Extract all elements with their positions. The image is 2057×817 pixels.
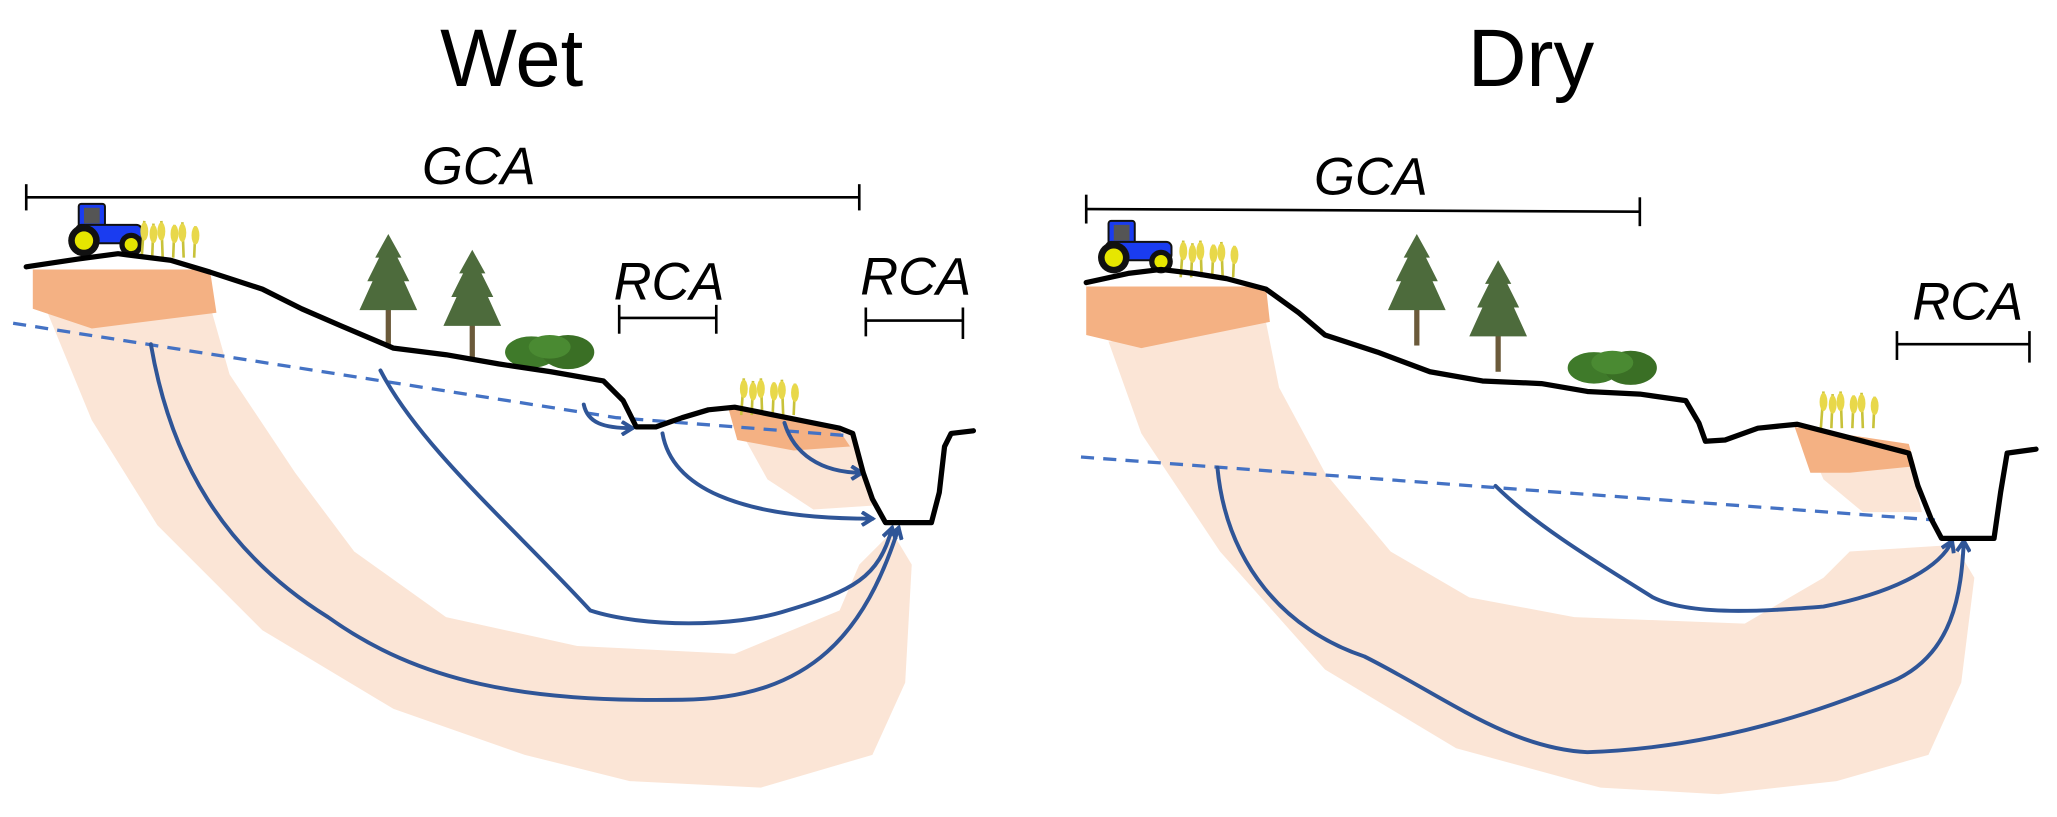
soil-block-upland bbox=[1086, 286, 1270, 349]
flowpath-riparian-2 bbox=[782, 420, 861, 473]
flowpath-shallow bbox=[581, 402, 633, 429]
water-table-line bbox=[1080, 455, 1936, 522]
rca-scale-bar bbox=[864, 307, 965, 339]
rca-label: RCA bbox=[1912, 273, 2023, 331]
rca-label: RCA bbox=[860, 248, 971, 306]
ground-surface bbox=[23, 251, 977, 526]
shrub-icon bbox=[505, 335, 595, 370]
flowpath-deep bbox=[1215, 465, 1963, 755]
rca-scale-bar bbox=[617, 304, 718, 334]
ground-surface bbox=[1083, 266, 2039, 541]
tree-icon bbox=[1469, 260, 1528, 372]
gca-label: GCA bbox=[422, 138, 536, 196]
soil-block-riparian bbox=[1794, 426, 1916, 473]
tree-icon bbox=[443, 249, 502, 362]
panel-wet: Wet GCA RCA bbox=[12, 13, 977, 788]
crop-icon bbox=[1818, 390, 1880, 430]
soil-band-deep bbox=[1108, 321, 1975, 795]
gca-label: GCA bbox=[1314, 149, 1428, 207]
flowpaths bbox=[1215, 465, 1963, 755]
soil-band-deep bbox=[45, 304, 912, 788]
panel-dry: Dry GCA RCA bbox=[1080, 13, 2039, 795]
crop-icon bbox=[139, 219, 201, 259]
gca-scale-bar bbox=[1084, 194, 1642, 227]
shrub-icon bbox=[1567, 350, 1657, 385]
tractor-icon bbox=[1097, 219, 1174, 275]
rca-label: RCA bbox=[614, 254, 725, 312]
tree-icon bbox=[359, 234, 418, 346]
tree-icon bbox=[1387, 234, 1446, 346]
soil-block-upland bbox=[32, 269, 217, 329]
flowpath-mid bbox=[1493, 483, 1953, 613]
flowpath-riparian-1 bbox=[660, 431, 872, 518]
water-table-line bbox=[12, 321, 853, 438]
rca-scale-bar bbox=[1895, 331, 2031, 363]
flowpath-deep bbox=[148, 342, 899, 702]
tractor-icon bbox=[67, 202, 144, 258]
soil-block-riparian bbox=[728, 407, 851, 451]
flowpath-mid bbox=[378, 368, 892, 626]
gca-scale-bar bbox=[24, 184, 861, 211]
panel-title: Wet bbox=[440, 13, 583, 104]
flowpaths bbox=[148, 342, 899, 702]
panel-title: Dry bbox=[1468, 13, 1595, 104]
